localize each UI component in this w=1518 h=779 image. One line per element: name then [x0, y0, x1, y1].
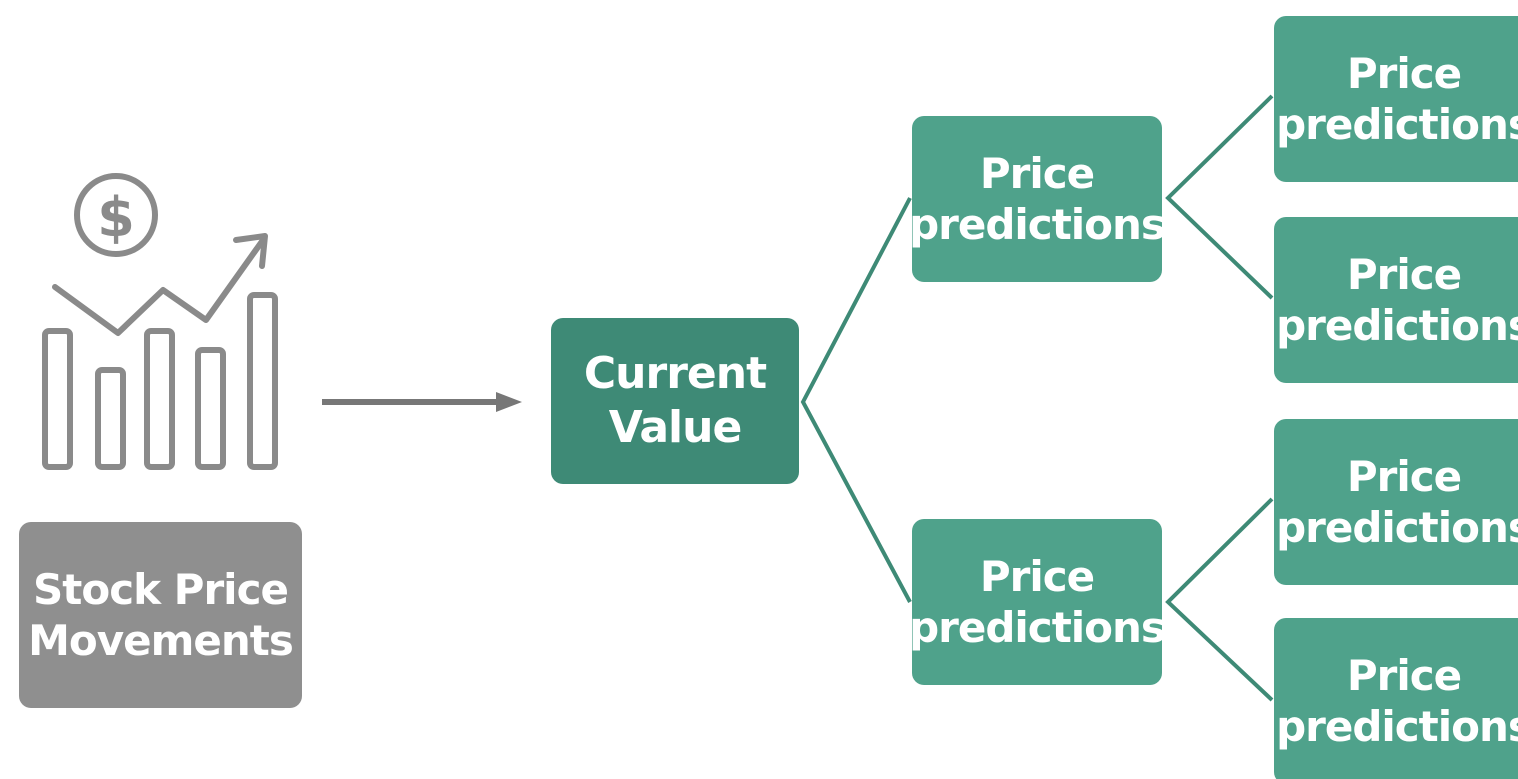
- price-prediction-leaf-node: Price predictions: [1274, 16, 1518, 182]
- current-value-label: Current Value: [583, 348, 767, 453]
- price-prediction-label: Price predictions: [1276, 249, 1518, 350]
- price-prediction-label: Price predictions: [1276, 650, 1518, 751]
- price-prediction-leaf-node: Price predictions: [1274, 419, 1518, 585]
- stock-price-movements-box: Stock Price Movements: [19, 522, 302, 708]
- flow-arrow: [322, 392, 522, 412]
- stock-price-movements-label: Stock Price Movements: [28, 564, 294, 665]
- price-prediction-node: Price predictions: [909, 116, 1166, 282]
- price-prediction-leaf-node: Price predictions: [1274, 618, 1518, 779]
- stock-chart-dollar-icon: $: [42, 173, 278, 470]
- price-prediction-label: Price predictions: [909, 551, 1166, 652]
- price-prediction-node: Price predictions: [909, 519, 1166, 685]
- price-prediction-leaf-node: Price predictions: [1274, 217, 1518, 383]
- svg-text:$: $: [97, 186, 135, 249]
- current-value-node: Current Value: [551, 318, 799, 484]
- price-prediction-label: Price predictions: [909, 148, 1166, 249]
- price-prediction-label: Price predictions: [1276, 451, 1518, 552]
- price-prediction-label: Price predictions: [1276, 48, 1518, 149]
- connector-lines: [800, 94, 1274, 702]
